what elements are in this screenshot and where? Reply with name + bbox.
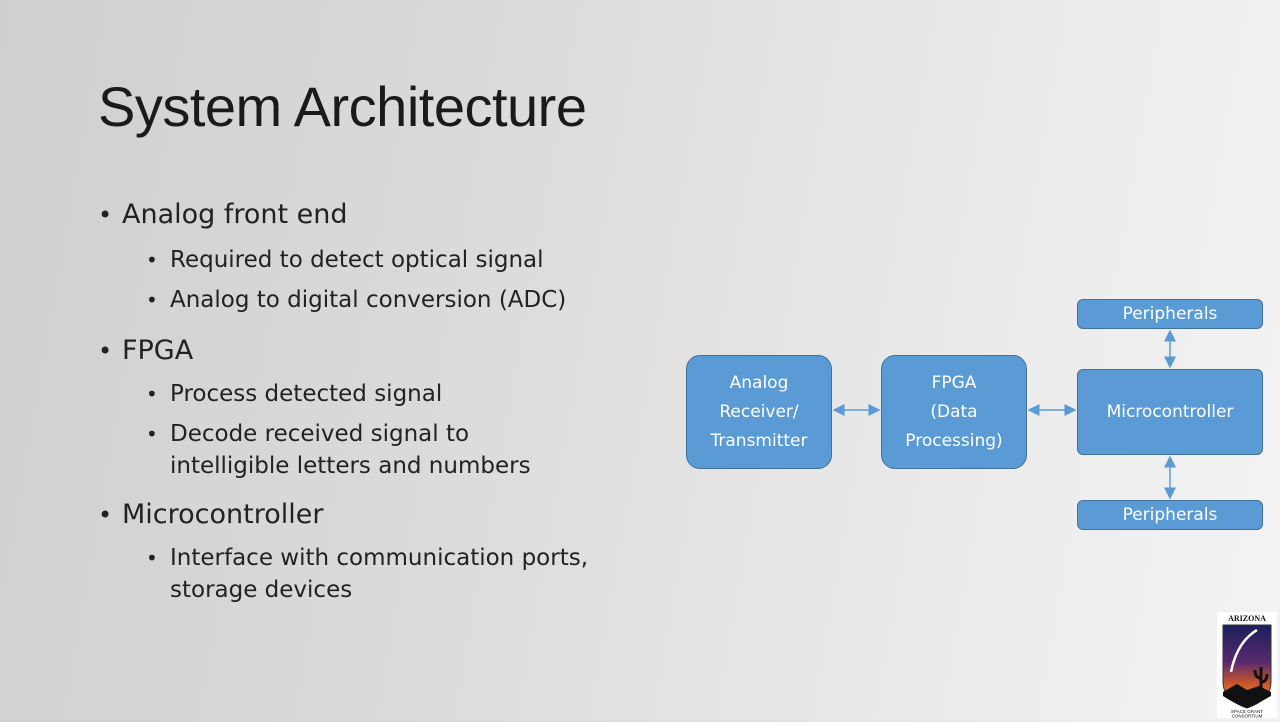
svg-text:CONSORTIUM: CONSORTIUM: [1232, 714, 1263, 719]
sub-bullet: Required to detect optical signal: [98, 244, 658, 276]
bullet-analog-front-end: Analog front end: [98, 196, 658, 234]
analog-receiver-transmitter-box: Analog Receiver/ Transmitter: [686, 355, 832, 469]
fpga-box: FPGA (Data Processing): [881, 355, 1027, 469]
peripherals-top-box: Peripherals: [1077, 299, 1263, 329]
bullet-microcontroller: Microcontroller: [98, 496, 658, 534]
sub-bullet: Decode received signal to intelligible l…: [98, 418, 590, 482]
bullet-fpga: FPGA: [98, 332, 658, 370]
svg-text:SPACE GRANT: SPACE GRANT: [1231, 709, 1263, 714]
slide-title: System Architecture: [98, 75, 587, 138]
sub-bullet: Process detected signal: [98, 378, 658, 410]
bullet-list: Analog front end Required to detect opti…: [98, 196, 658, 606]
microcontroller-box: Microcontroller: [1077, 369, 1263, 455]
sub-bullet: Analog to digital conversion (ADC): [98, 284, 658, 316]
svg-text:ARIZONA: ARIZONA: [1228, 614, 1266, 623]
arizona-space-grant-logo: ARIZONA SPACE GRANT CONSORTIUM: [1217, 612, 1277, 719]
sub-bullet: Interface with communication ports, stor…: [98, 542, 590, 606]
peripherals-bottom-box: Peripherals: [1077, 500, 1263, 530]
